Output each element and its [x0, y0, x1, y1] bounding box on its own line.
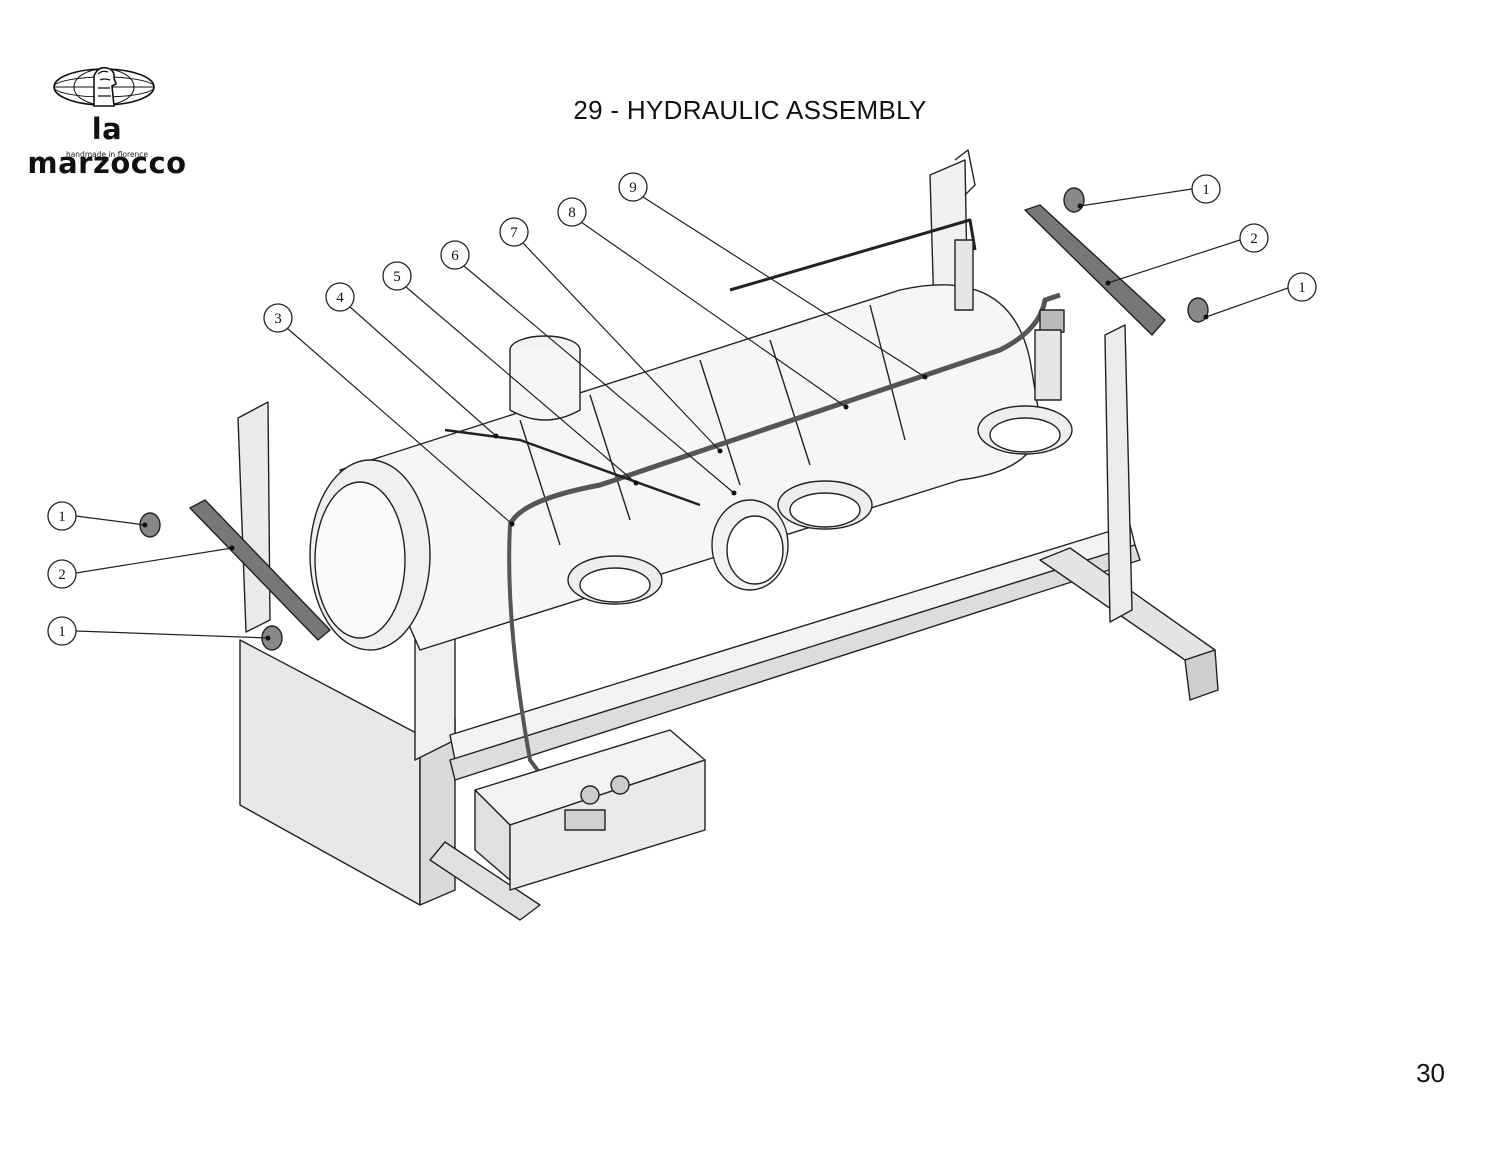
callout-1-right-bottom: 1 — [1203, 272, 1317, 320]
callout-label: 1 — [58, 509, 66, 525]
mounting-bracket-left — [189, 499, 331, 641]
callout-label: 1 — [58, 624, 66, 640]
callout-3: 3 — [263, 303, 515, 527]
callout-2-left: 2 — [47, 545, 235, 589]
boiler-cylinder — [309, 284, 1041, 651]
callouts: 1 2 1 1 2 1 — [47, 172, 1317, 646]
mounting-bracket-right — [1024, 204, 1166, 336]
frame-base-rails — [429, 324, 1219, 921]
callout-label: 7 — [510, 225, 518, 241]
callout-label: 6 — [451, 248, 459, 264]
lion-globe-icon — [53, 66, 155, 107]
callout-4: 4 — [325, 282, 499, 439]
page-title: 29 - HYDRAULIC ASSEMBLY — [573, 95, 927, 125]
callout-label: 2 — [58, 567, 66, 583]
callout-2-right: 2 — [1105, 223, 1269, 286]
brand-logo: la marzocco handmade in florence — [12, 62, 202, 180]
brand-name: la marzocco — [27, 112, 187, 180]
callout-label: 8 — [568, 205, 576, 221]
steam-tank — [509, 335, 581, 421]
callout-7: 7 — [499, 217, 723, 454]
page-number: 30 — [1416, 1058, 1445, 1088]
callout-label: 3 — [274, 311, 282, 327]
pipe-assembly — [444, 218, 1065, 802]
callout-label: 1 — [1202, 182, 1210, 198]
callout-label: 4 — [336, 290, 344, 306]
callout-1-left-bottom: 1 — [47, 616, 271, 646]
callout-1-left-top: 1 — [47, 501, 148, 531]
group-heads — [567, 405, 1073, 605]
callout-label: 5 — [393, 269, 401, 285]
callout-label: 1 — [1298, 280, 1306, 296]
callout-8: 8 — [557, 197, 849, 410]
callout-1-right-top: 1 — [1077, 174, 1221, 209]
callout-5: 5 — [382, 261, 639, 486]
callout-label: 9 — [629, 180, 637, 196]
brand-tagline: handmade in florence — [65, 150, 149, 159]
junction-box — [474, 729, 706, 891]
callout-label: 2 — [1250, 231, 1258, 247]
callout-9: 9 — [618, 172, 928, 380]
callout-6: 6 — [440, 240, 737, 496]
